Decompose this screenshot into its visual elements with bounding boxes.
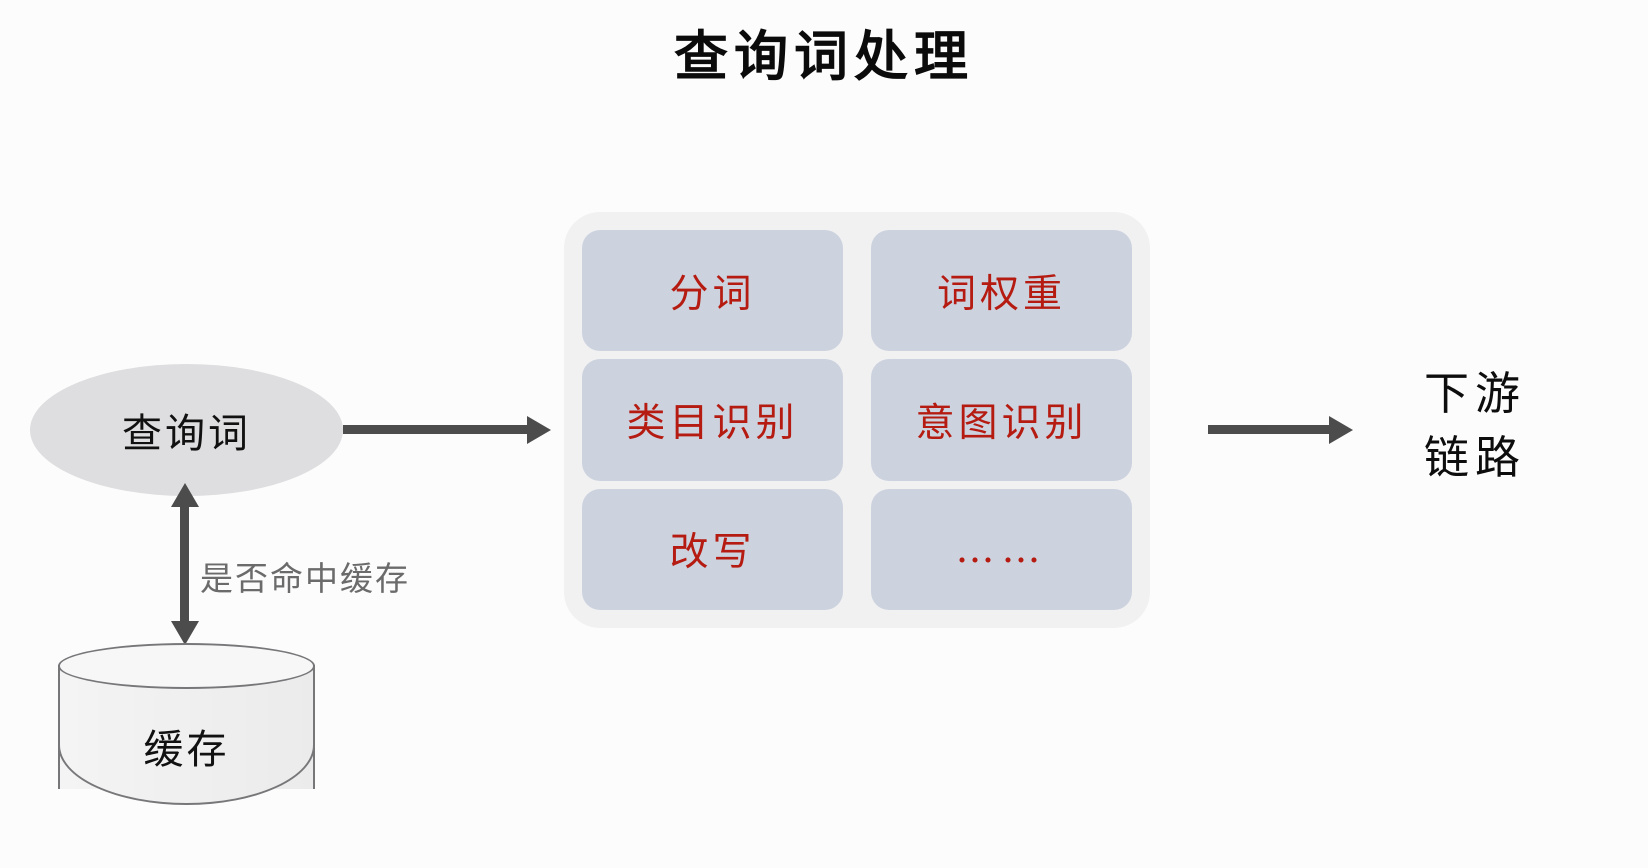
grid-cell-category-recognition[interactable]: 类目识别 [582,359,843,481]
arrow-query-to-processing [343,425,529,434]
arrow-head-up-icon [170,483,199,507]
arrow-processing-to-downstream [1208,425,1331,434]
query-node[interactable]: 查询词 [30,364,343,496]
downstream-label-line2: 链路 [1423,430,1526,484]
cache-link-label: 是否命中缓存 [200,559,410,598]
grid-cell-label: 分词 [669,271,756,317]
arrow-head-down-icon [170,621,199,645]
cache-node[interactable]: 缓存 [58,643,315,811]
grid-cell-label: 意图识别 [915,400,1088,446]
cache-node-label: 缓存 [143,727,230,773]
query-node-label: 查询词 [122,411,251,457]
grid-cell-label: …… [955,526,1048,572]
cylinder-top-ellipse [58,643,315,689]
grid-cell-rewrite[interactable]: 改写 [582,488,843,610]
downstream-label-line1: 下游 [1423,367,1526,420]
processing-grid: 分词 词权重 类目识别 意图识别 改写 …… [564,212,1150,628]
grid-cell-label: 词权重 [936,271,1066,317]
grid-cell-label: 类目识别 [626,400,799,446]
grid-cell-more[interactable]: …… [871,488,1132,610]
grid-cell-tokenization[interactable]: 分词 [582,230,843,352]
downstream-node: 下游 链路 [1385,362,1565,490]
page-title: 查询词处理 [674,24,974,88]
grid-cell-term-weight[interactable]: 词权重 [871,230,1132,352]
grid-cell-label: 改写 [669,530,756,576]
arrow-query-cache-bidirectional [170,483,199,645]
grid-cell-intent-recognition[interactable]: 意图识别 [871,359,1132,481]
